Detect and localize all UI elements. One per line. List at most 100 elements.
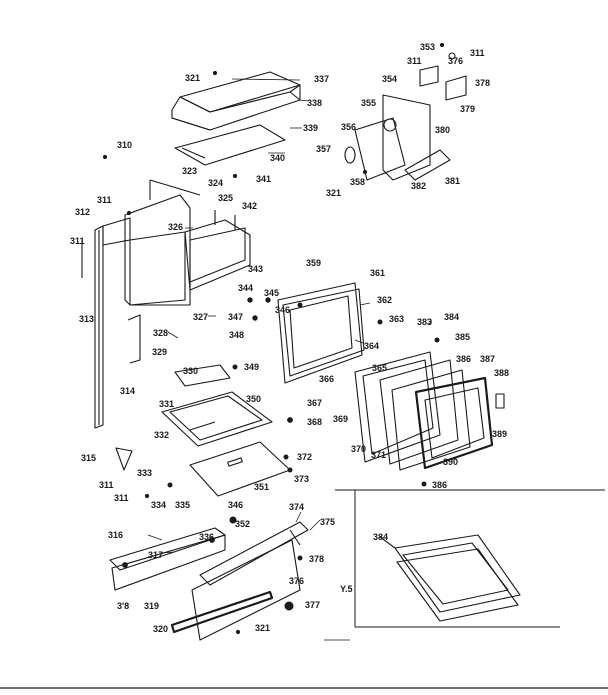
label-313: 313 [79,314,94,324]
label-365: 365 [372,363,387,373]
label-387: 387 [480,354,495,364]
label-339: 339 [303,123,318,133]
label-379: 379 [460,104,475,114]
label-311: 311 [70,236,85,246]
label-383: 383 [417,317,432,327]
label-380: 380 [435,125,450,135]
label-364: 364 [364,341,379,351]
label-321: 321 [185,73,200,83]
label-328: 328 [153,328,168,338]
label-336: 336 [199,532,214,542]
label-341: 341 [256,174,271,184]
label-350: 350 [246,394,261,404]
door-inner-panel [277,282,365,384]
left-side-rail [81,217,131,429]
label-369: 369 [333,414,348,424]
label-376: 376 [289,576,304,586]
label-323: 323 [182,166,197,176]
label-388: 388 [494,368,509,378]
label-382: 382 [411,181,426,191]
label-327: 327 [193,312,208,322]
label-334: 334 [151,500,166,510]
label-337: 337 [314,74,329,84]
label-372: 372 [297,452,312,462]
label-351: 351 [254,482,269,492]
part-labels: 353 311 311 376 354 378 379 355 380 356 … [70,42,509,634]
label-347: 347 [228,312,243,322]
label-366: 366 [319,374,334,384]
label-314: 314 [120,386,135,396]
label-381: 381 [445,176,460,186]
label-384: 384 [444,312,459,322]
vent-duct [344,52,467,181]
label-355: 355 [361,98,376,108]
label-346: 346 [275,305,290,315]
label-312: 312 [75,207,90,217]
label-390: 390 [443,457,458,467]
label-315: 315 [81,453,96,463]
label-345: 345 [264,288,279,298]
label-354: 354 [382,74,397,84]
label-342: 342 [242,201,257,211]
front-drawer-assembly [109,521,309,641]
label-335: 335 [175,500,190,510]
label-348: 348 [229,330,244,340]
label-311: 311 [470,48,485,58]
label-362: 362 [377,295,392,305]
top-panel-assembly [171,71,301,166]
label-386: 386 [432,480,447,490]
label-320: 320 [153,624,168,634]
label-311: 311 [114,493,129,503]
label-371: 371 [371,450,386,460]
label-344: 344 [238,283,253,293]
label-352: 352 [235,519,250,529]
leader-lines [147,78,433,641]
label-385: 385 [455,332,470,342]
label-333: 333 [137,468,152,478]
fasteners [102,42,445,635]
label-377: 377 [305,600,320,610]
label-321: 321 [255,623,270,633]
label-326: 326 [168,222,183,232]
label-375: 375 [320,517,335,527]
label-317: 317 [148,550,163,560]
label-389: 389 [492,429,507,439]
label-311: 311 [97,195,112,205]
label-361: 361 [370,268,385,278]
label-343: 343 [248,264,263,274]
label-357: 357 [316,144,331,154]
label-ys: Y.5 [340,584,353,594]
label-349: 349 [244,362,259,372]
label-330: 330 [183,366,198,376]
label-376: 376 [448,56,463,66]
label-340: 340 [270,153,285,163]
label-346: 346 [228,500,243,510]
label-316: 316 [108,530,123,540]
label-358: 358 [350,177,365,187]
label-321: 321 [326,188,341,198]
bracket-329 [127,314,141,364]
label-368: 368 [307,417,322,427]
label-353: 353 [420,42,435,52]
label-359: 359 [306,258,321,268]
label-338: 338 [307,98,322,108]
door-layers [354,351,505,471]
label-378: 378 [475,78,490,88]
label-329: 329 [152,347,167,357]
label-325: 325 [218,193,233,203]
label-318: 3'8 [117,601,129,611]
label-386: 386 [456,354,471,364]
label-332: 332 [154,430,169,440]
label-367: 367 [307,398,322,408]
label-319: 319 [144,601,159,611]
label-373: 373 [294,474,309,484]
upper-cavity-assembly [124,179,251,306]
label-378: 378 [309,554,324,564]
label-311: 311 [407,56,422,66]
label-363: 363 [389,314,404,324]
label-331: 331 [159,399,174,409]
label-324: 324 [208,178,223,188]
label-384: 384 [373,532,388,542]
label-370: 370 [351,444,366,454]
